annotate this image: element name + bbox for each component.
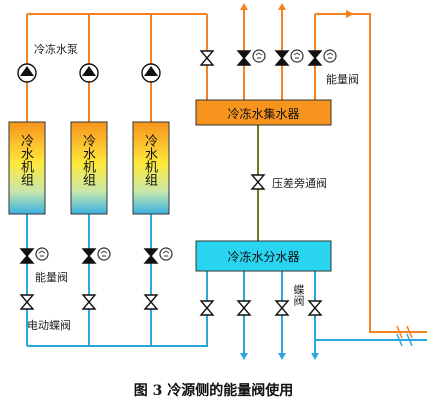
- meter-icon: [97, 247, 111, 261]
- meter-icon: [35, 247, 49, 261]
- valve-dark-icon: [237, 50, 251, 66]
- energy-valve-label-top: 能量阀: [326, 73, 359, 86]
- distributor-label: 冷冻水分水器: [227, 250, 300, 264]
- pump-icon: [141, 63, 161, 83]
- bypass-valve-icon: [251, 174, 265, 190]
- top-arrows: [240, 3, 354, 18]
- chiller-2-label: 冷水机组: [80, 134, 95, 186]
- motor-valve-label: 电动蝶阀: [27, 319, 71, 332]
- pump-icon: [17, 63, 37, 83]
- blue-pipes: [26, 214, 427, 355]
- valve-icon: [308, 300, 322, 316]
- meter-icon: [290, 49, 304, 63]
- collector-label: 冷冻水集水器: [227, 107, 300, 121]
- valve-icon: [200, 50, 214, 66]
- chiller-3-label: 冷水机组: [142, 134, 157, 186]
- chiller-1: [8, 121, 46, 215]
- chiller-2: [70, 121, 108, 215]
- meter-icon: [159, 247, 173, 261]
- valve-dark-icon: [82, 248, 96, 264]
- pump-icon: [79, 63, 99, 83]
- flow-arrows: [240, 353, 319, 360]
- meter-icon: [323, 49, 337, 63]
- butterfly-valve-label: 蝶阀: [292, 284, 305, 306]
- energy-valve-label-left: 能量阀: [35, 271, 68, 284]
- valve-dark-icon: [20, 248, 34, 264]
- valve-dark-icon: [308, 50, 322, 66]
- break-marks: [396, 325, 413, 339]
- bypass-valve-label: 压差旁通阀: [272, 177, 327, 190]
- distributor-box: [195, 240, 332, 272]
- valve-icon: [144, 294, 158, 310]
- valve-icon: [200, 300, 214, 316]
- figure-caption: 图 3 冷源侧的能量阀使用: [133, 383, 294, 399]
- valve-dark-icon: [275, 50, 289, 66]
- collector-box: [195, 99, 332, 126]
- valve-icon: [82, 294, 96, 310]
- valve-icon: [20, 294, 34, 310]
- chiller-3: [132, 121, 170, 215]
- meter-icon: [252, 49, 266, 63]
- valve-icon: [237, 300, 251, 316]
- pump-label: 冷冻水泵: [34, 43, 78, 56]
- chiller-1-label: 冷水机组: [18, 134, 33, 186]
- valve-dark-icon: [144, 248, 158, 264]
- valve-icon: [275, 300, 289, 316]
